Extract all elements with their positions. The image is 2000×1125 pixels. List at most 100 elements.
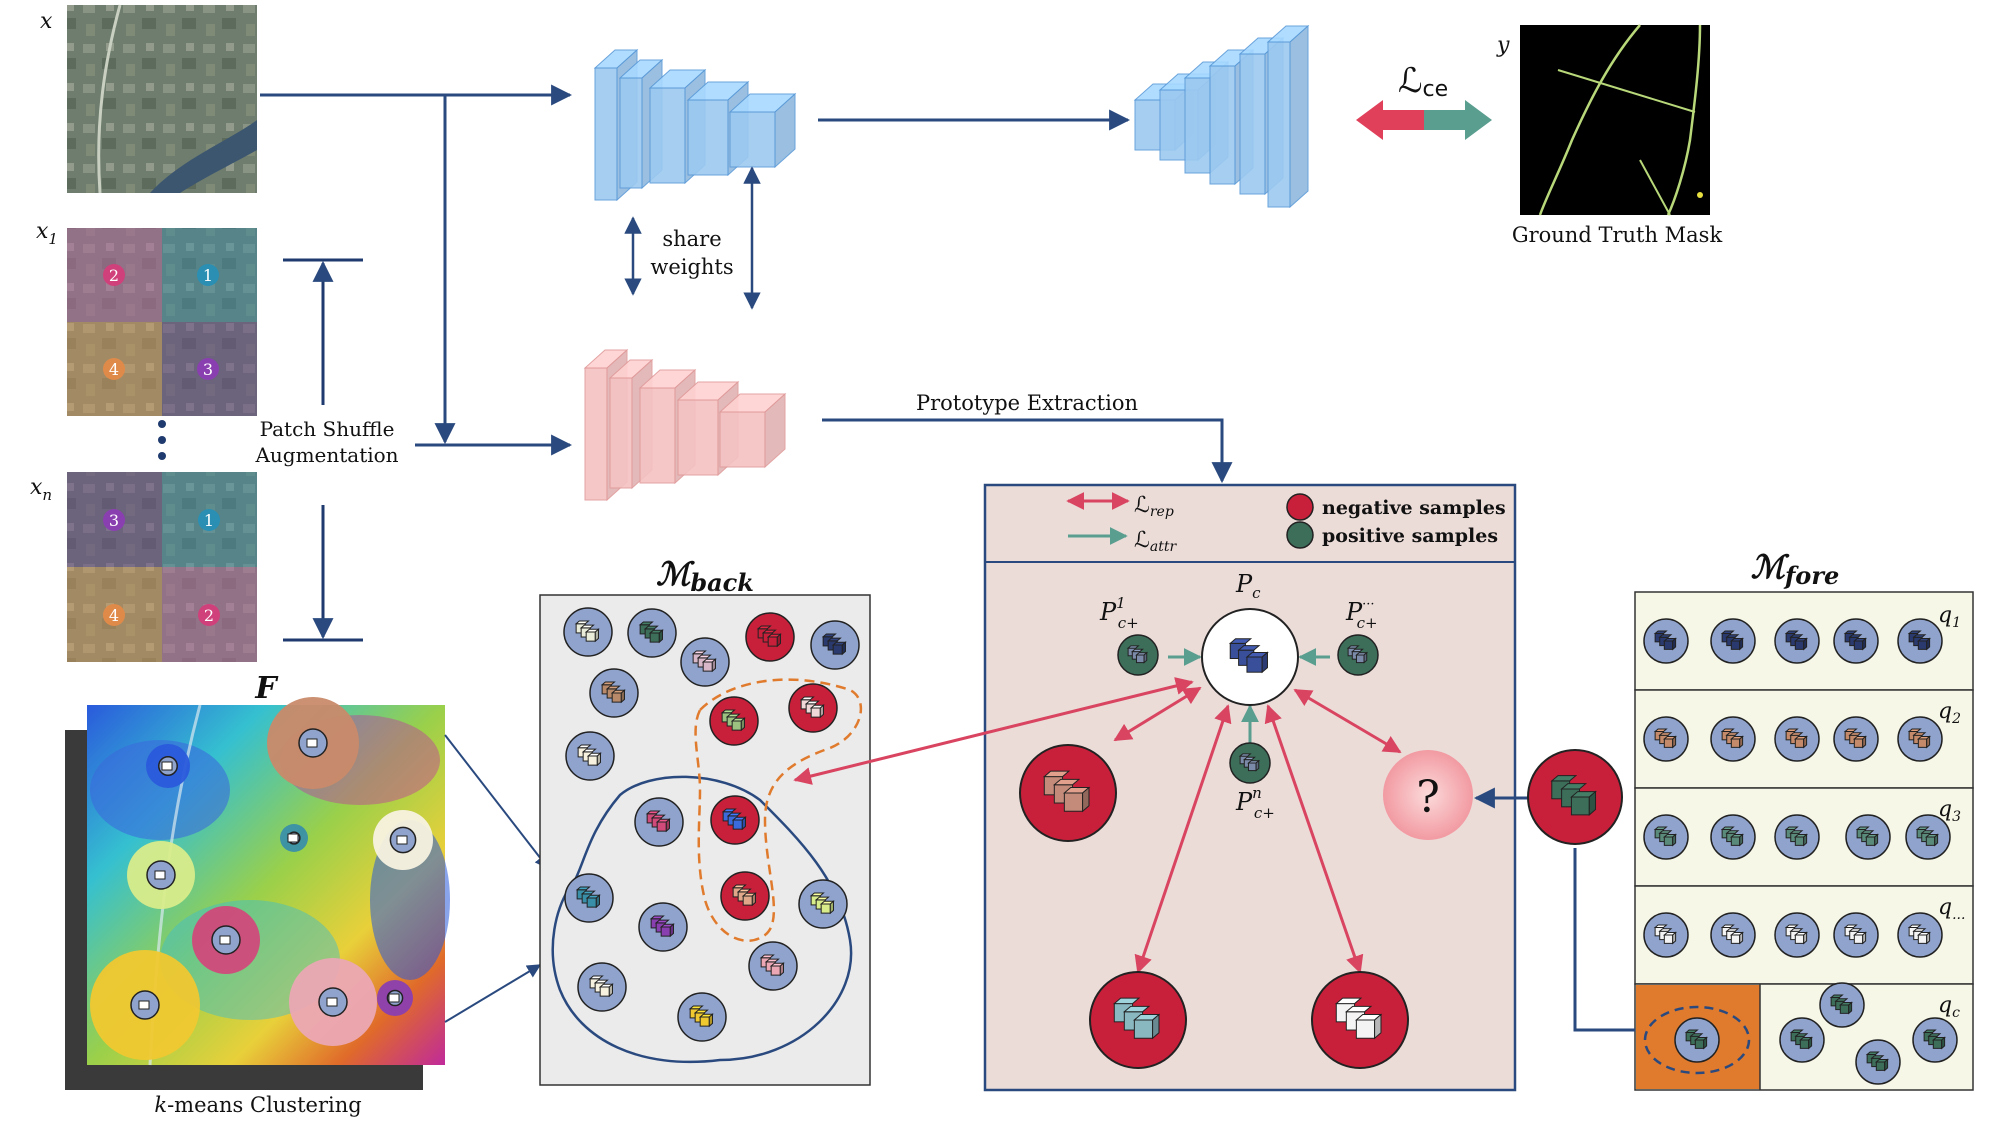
query-sample: [1527, 749, 1623, 845]
query-sample: [1527, 749, 1623, 845]
blue-encoder: [593, 48, 797, 202]
ground-truth-label: Ground Truth Mask: [1512, 223, 1723, 247]
queue-sample: [1774, 912, 1820, 958]
input-image-x1: [67, 228, 257, 416]
x1-patch-badge-number: 2: [109, 266, 119, 285]
share-weights-arrows: [624, 166, 761, 310]
queue-sample: [1855, 1039, 1901, 1085]
queue-sample: [1779, 1017, 1825, 1063]
memory-sample: [564, 873, 614, 923]
memory-sample: [720, 871, 770, 921]
xn-patch-badge-circle: [198, 509, 220, 531]
label-xn: xn: [30, 475, 52, 504]
positive-sample-dots: [1337, 634, 1379, 676]
x1-patch-badge-circle: [103, 358, 125, 380]
queue-sample: [1833, 618, 1879, 664]
svg-text:P···c+: P···c+: [1345, 597, 1378, 632]
x1-patch-badge-circle: [197, 358, 219, 380]
memory-sample: [788, 683, 838, 733]
ce-loss-label: ℒce: [1398, 61, 1448, 102]
svg-text:q1: q1: [1938, 603, 1961, 631]
memory-sample: [634, 797, 684, 847]
svg-text:negative samples: negative samples: [1322, 497, 1506, 519]
svg-text:P1c+: P1c+: [1099, 594, 1139, 632]
prototype-extraction-label: Prototype Extraction: [916, 391, 1138, 415]
svg-text:ℒrep: ℒrep: [1134, 493, 1174, 520]
x1-patch-badge-number: 1: [203, 266, 213, 285]
x1-patch-badge-number: 3: [203, 360, 213, 379]
queue-sample: [1643, 618, 1689, 664]
contrastive-samples: [1019, 608, 1409, 1069]
input-image-xn: [67, 472, 257, 662]
queue-sample: [1710, 618, 1756, 664]
svg-text:q2: q2: [1938, 699, 1961, 727]
queue-to-query-line: [1573, 848, 1635, 1032]
queue-sample: [1643, 716, 1689, 762]
m-back-title: ℳback: [656, 555, 754, 597]
xn-patch-badge-number: 4: [109, 606, 119, 625]
queue-sample: [1774, 716, 1820, 762]
queue-sample: [1710, 912, 1756, 958]
queue-labels: q1 q2 q3 q... qc: [1938, 603, 1965, 1021]
prototype-pc: [1210, 617, 1290, 697]
x1-patch-badge-circle: [197, 264, 219, 286]
queue-sample: [1774, 814, 1820, 860]
memory-sample: [709, 696, 759, 746]
prototype-extraction-arrow: [822, 418, 1233, 484]
queue-sample: [1833, 912, 1879, 958]
queue-sample: [1710, 814, 1756, 860]
memory-sample: [798, 879, 848, 929]
blue-decoder: [1133, 24, 1310, 209]
memory-sample: [577, 962, 627, 1012]
ground-truth-mask: [1520, 24, 1710, 216]
queue-sample: [1897, 912, 1943, 958]
m-fore-samples: [1643, 618, 1958, 1085]
positive-sample-1: [1117, 634, 1159, 676]
negative-sample-teal: [1089, 971, 1187, 1069]
input-flow-arrows: [260, 84, 573, 456]
F-label: F: [254, 671, 279, 706]
contrastive-arrows: [793, 648, 1402, 974]
queue-sample: [1674, 1017, 1720, 1063]
hard-negative-outline: [694, 678, 863, 942]
unknown-sample: ?: [1383, 750, 1473, 840]
kmeans-label: k-means Clustering: [154, 1093, 361, 1117]
memory-sample: [745, 612, 795, 662]
xn-patch-badge-number: 1: [204, 511, 214, 530]
memory-sample: [563, 607, 613, 657]
patch-badges-x1: 2 1 4 3: [103, 264, 219, 380]
ellipsis-dots: [158, 420, 166, 460]
negative-sample-white: [1311, 971, 1409, 1069]
svg-text:qc: qc: [1938, 993, 1960, 1021]
memory-sample: [677, 992, 727, 1042]
input-image-x: [67, 4, 257, 194]
svg-text:positive samples: positive samples: [1322, 525, 1498, 547]
queue-sample: [1845, 814, 1891, 860]
xn-patch-badge-number: 2: [204, 606, 214, 625]
queue-sample: [1819, 982, 1865, 1028]
xn-patch-badge-circle: [103, 604, 125, 626]
x1-patch-badge-number: 4: [109, 360, 119, 379]
queue-sample: [1897, 716, 1943, 762]
memory-sample: [638, 902, 688, 952]
ce-loss-arrow: [1356, 100, 1492, 140]
svg-text:Pnc+: Pnc+: [1235, 784, 1275, 822]
cluster-circles: [90, 697, 433, 1060]
memory-sample: [710, 795, 760, 845]
memory-sample: [589, 668, 639, 718]
m-fore-title: ℳfore: [1751, 548, 1839, 590]
svg-text:Pc: Pc: [1235, 570, 1261, 602]
legend: ℒrep ℒattr negative samples positive sam…: [1066, 492, 1506, 555]
x1-patch-badge-circle: [103, 264, 125, 286]
m-back-samples: [563, 607, 860, 1042]
xn-patch-badge-circle: [103, 509, 125, 531]
queue-sample: [1710, 716, 1756, 762]
memory-sample: [565, 731, 615, 781]
queue-sample: [1905, 814, 1951, 860]
svg-text:q3: q3: [1938, 797, 1961, 825]
negative-sample-brown: [1019, 744, 1117, 842]
